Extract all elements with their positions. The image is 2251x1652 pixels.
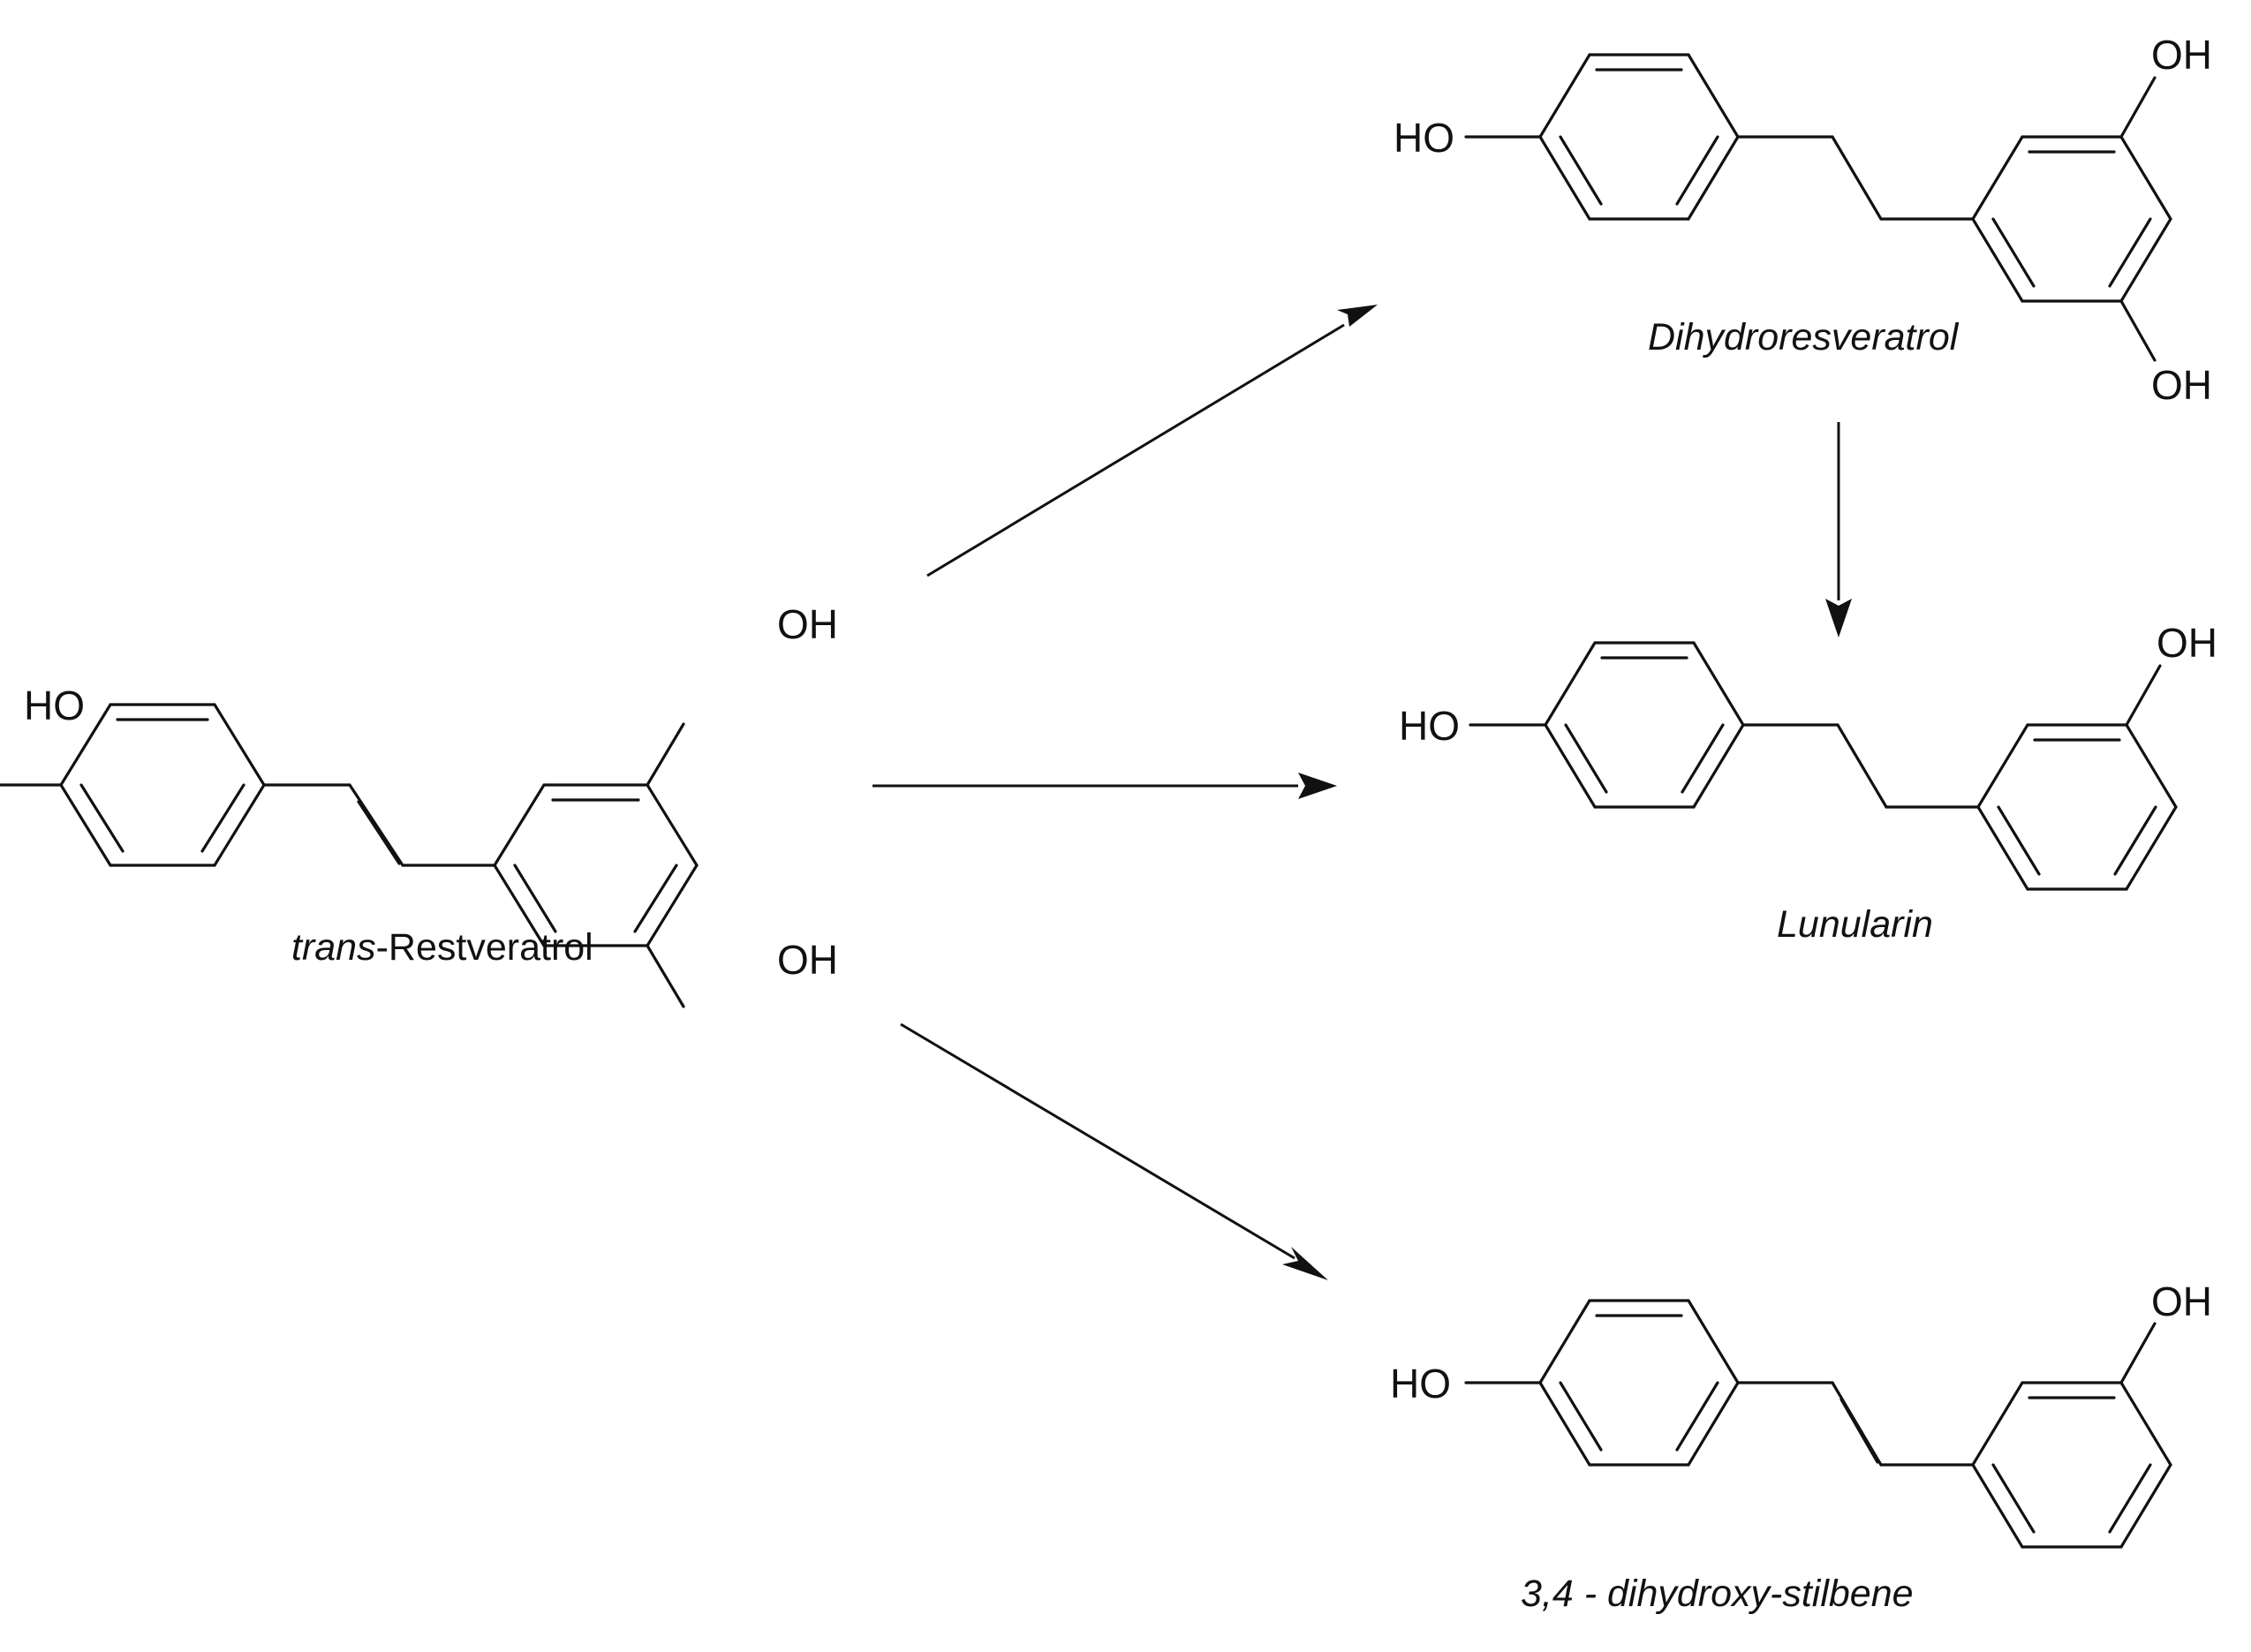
dihydroresveratrol-caption: Dihydroresveratrol	[1648, 316, 1960, 358]
arrow-to-lunularin	[872, 773, 1337, 799]
dihydroresveratrol-oh-bottom-label: OH	[2151, 362, 2212, 408]
phenol-ring-left	[59, 703, 266, 867]
molecule-resveratrol	[0, 703, 699, 1008]
phenol-ring-right	[1976, 723, 2178, 891]
phenol-ring-right	[1971, 1381, 2172, 1549]
molecule-lunularin	[1469, 641, 2178, 891]
arrow-to-dihydroresveratrol	[926, 305, 1378, 577]
phenol-ring-left	[1538, 1299, 1740, 1467]
double-bond-inner	[357, 800, 401, 865]
resveratrol-ho-label: HO	[24, 683, 85, 728]
molecule-dihydroresveratrol	[1464, 53, 2172, 362]
caption-prefix: trans	[291, 926, 376, 969]
dihydroxystilbene-oh-label: OH	[2151, 1279, 2212, 1324]
lunularin-caption: Lunularin	[1777, 903, 1933, 946]
double-bond-inner	[1839, 1398, 1879, 1464]
dihydroxystilbene-caption: 3,4 - dihydroxy-stilbene	[1521, 1573, 1914, 1615]
caption-rest: -Restveratrol	[376, 926, 593, 969]
phenol-ring-left	[1538, 53, 1740, 221]
arrow-dihydroresveratrol-to-lunularin	[1825, 422, 1852, 637]
dihydroresveratrol-ho-label: HO	[1394, 115, 1454, 161]
dihydroresveratrol-oh-top-label: OH	[2151, 32, 2212, 78]
arrow-to-dihydroxystilbene	[900, 1022, 1328, 1280]
resveratrol-oh-top-label: OH	[777, 601, 838, 647]
resorcinol-ring	[493, 783, 699, 947]
lunularin-ho-label: HO	[1399, 703, 1460, 749]
resveratrol-caption: trans-Restveratrol	[291, 926, 593, 969]
dihydroxystilbene-ho-label: HO	[1390, 1361, 1451, 1407]
resorcinol-ring	[1971, 135, 2172, 303]
phenol-ring-left	[1544, 641, 1745, 809]
resveratrol-oh-bottom-label: OH	[777, 937, 838, 983]
molecule-dihydroxystilbene	[1464, 1299, 2172, 1549]
lunularin-oh-label: OH	[2157, 620, 2217, 666]
